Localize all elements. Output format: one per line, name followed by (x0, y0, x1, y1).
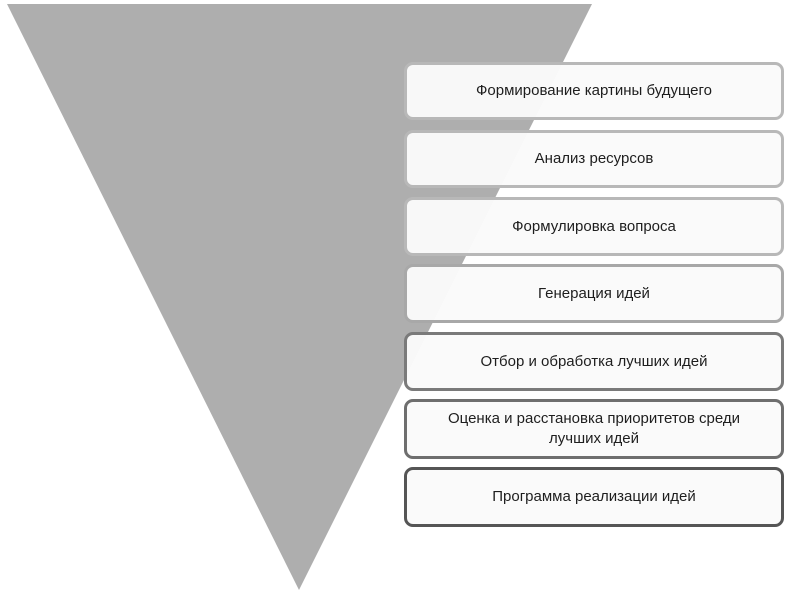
stage-4-box: Генерация идей (404, 264, 784, 323)
stage-7-label: Программа реализации идей (492, 488, 696, 505)
stage-5-box: Отбор и обработка лучших идей (404, 332, 784, 391)
stage-7-box: Программа реализации идей (404, 467, 784, 527)
stage-6-label: Оценка и расстановка приоритетов среди л… (447, 410, 740, 447)
stage-1-box: Формирование картины будущего (404, 62, 784, 120)
stage-2-box: Анализ ресурсов (404, 130, 784, 188)
stage-1-label: Формирование картины будущего (475, 82, 713, 99)
stage-3-label: Формулировка вопроса (512, 217, 676, 235)
stage-6-box: Оценка и расстановка приоритетов среди л… (404, 399, 784, 459)
stage-5-label: Отбор и обработка лучших идей (480, 352, 708, 370)
stage-3-box: Формулировка вопроса (404, 197, 784, 256)
stage-2-label: Анализ ресурсов (534, 150, 654, 167)
stage-4-label: Генерация идей (538, 284, 650, 302)
